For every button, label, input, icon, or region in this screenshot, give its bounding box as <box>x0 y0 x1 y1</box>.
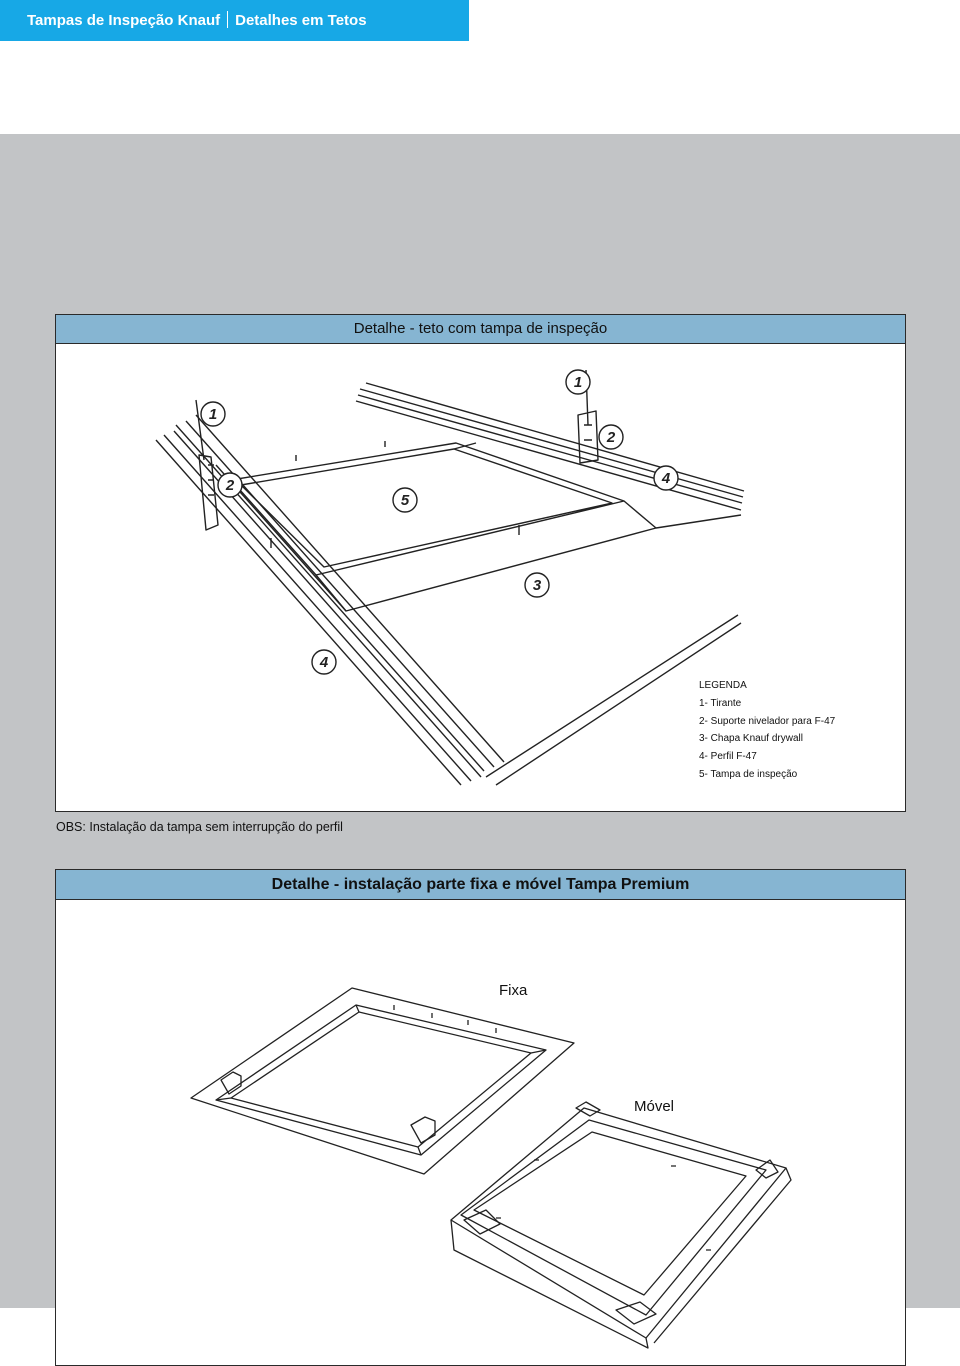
legend-item: 3- Chapa Knauf drywall <box>699 733 803 745</box>
callout-2-right: 2 <box>606 429 616 446</box>
ceiling-inspection-drawing: 1 2 1 2 4 5 3 4 <box>155 369 745 786</box>
content-area: Detalhe - teto com tampa de inspeção <box>0 134 960 1366</box>
callout-4-right: 4 <box>661 470 671 487</box>
detail-ceiling-panel: Detalhe - teto com tampa de inspeção <box>55 314 906 812</box>
hatch-frame <box>230 442 625 576</box>
hanger-left <box>195 399 219 531</box>
drywall-sheet <box>215 464 742 786</box>
legend-item: 2- Suporte nivelador para F-47 <box>699 715 836 727</box>
document-header: Tampas de Inspeção Knauf Detalhes em Teto… <box>0 0 469 41</box>
detail-premium-title: Detalhe - instalação parte fixa e móvel … <box>56 870 905 900</box>
callout-3: 3 <box>533 577 542 594</box>
left-profile <box>155 414 505 786</box>
fixed-frame <box>190 987 575 1175</box>
top-profile <box>355 382 745 511</box>
detail-premium-panel: Detalhe - instalação parte fixa e móvel … <box>55 869 906 1366</box>
detail-ceiling-title: Detalhe - teto com tampa de inspeção <box>56 315 905 344</box>
legend-item: 5- Tampa de inspeção <box>699 768 798 780</box>
header-separator <box>227 11 229 28</box>
header-title: Tampas de Inspeção Knauf <box>27 12 221 29</box>
callout-5: 5 <box>401 492 410 509</box>
callout-1-right: 1 <box>574 374 582 391</box>
header-section: Detalhes em Tetos <box>235 12 367 29</box>
callout-4-left: 4 <box>319 654 329 671</box>
callout-2-left: 2 <box>225 477 235 494</box>
label-fixed-part: Fixa <box>499 982 528 999</box>
observation-note: OBS: Instalação da tampa sem interrupção… <box>56 820 343 834</box>
label-movable-part: Móvel <box>634 1098 675 1115</box>
legend: LEGENDA 1- Tirante 2- Suporte nivelador … <box>699 677 835 784</box>
premium-hatch-drawing <box>190 987 792 1349</box>
legend-item: 1- Tirante <box>699 697 742 709</box>
legend-item: 4- Perfil F-47 <box>699 751 757 763</box>
callout-1-left: 1 <box>209 406 217 423</box>
hanger-right <box>577 369 599 464</box>
legend-heading: LEGENDA <box>699 680 747 691</box>
